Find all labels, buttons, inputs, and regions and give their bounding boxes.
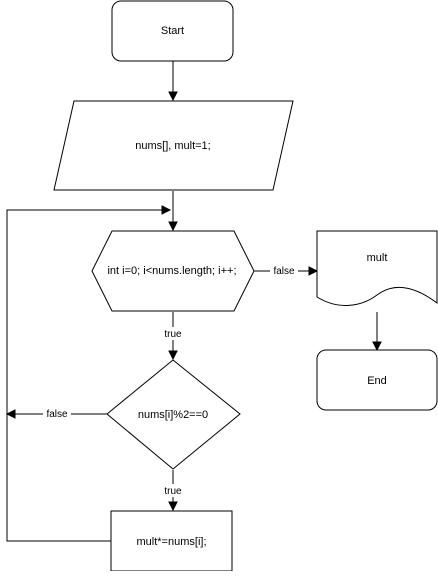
edge-label-condition-true: true [164, 486, 182, 497]
node-start-label: Start [161, 25, 184, 37]
edge-input-to-loop [168, 191, 178, 232]
edge-label-loop-false: false [273, 266, 295, 277]
edge-condition-true-to-process: true [160, 470, 186, 512]
node-condition: nums[i]%2==0 [106, 359, 241, 470]
edge-loop-true-to-condition: true [160, 312, 186, 361]
edge-process-back-to-loop [6, 205, 172, 542]
edge-label-condition-false: false [46, 409, 68, 420]
node-output: mult [316, 230, 438, 306]
node-loop: int i=0; i<nums.length; i++; [91, 230, 255, 312]
node-input: nums[], mult=1; [53, 100, 294, 191]
node-end-label: End [367, 375, 387, 387]
node-end: End [316, 349, 438, 411]
node-process: mult*=nums[i]; [110, 510, 233, 572]
node-process-label: mult*=nums[i]; [137, 536, 207, 548]
node-input-label: nums[], mult=1; [135, 140, 211, 152]
node-start: Start [111, 0, 234, 62]
edge-loop-false-to-output: false [254, 264, 319, 277]
edge-output-to-end [372, 312, 382, 352]
edge-condition-false-to-loopback: false [5, 407, 107, 420]
edge-label-loop-true: true [164, 329, 182, 340]
edge-start-to-input [168, 61, 178, 102]
node-loop-label: int i=0; i<nums.length; i++; [107, 265, 236, 277]
node-condition-label: nums[i]%2==0 [138, 409, 208, 421]
node-output-label: mult [367, 252, 388, 264]
